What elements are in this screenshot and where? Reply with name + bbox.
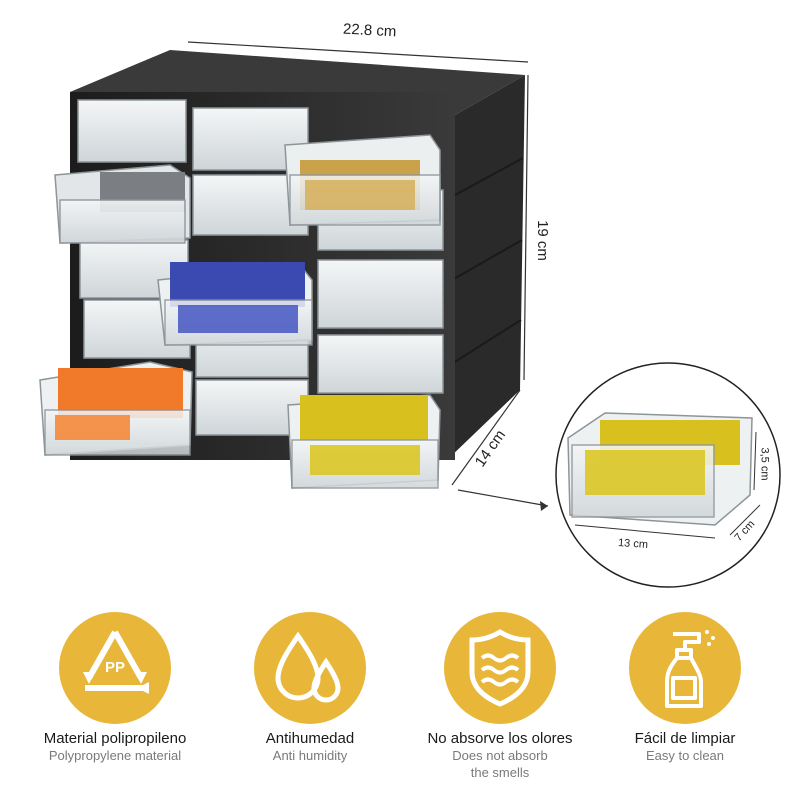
- feature-title: Material polipropileno: [43, 730, 187, 747]
- feature-odors: No absorve los olores Does not absorb th…: [405, 612, 595, 781]
- drawer-orange: [39, 361, 193, 456]
- feature-subtitle: Easy to clean: [645, 748, 725, 763]
- feature-title: Fácil de limpiar: [634, 730, 736, 747]
- feature-title: Antihumedad: [265, 730, 355, 747]
- feature-clean: Fácil de limpiar Easy to clean: [590, 612, 780, 764]
- feature-subtitle: Anti humidity: [272, 748, 348, 763]
- drawer-detail: [567, 412, 761, 539]
- feature-title: No absorve los olores: [427, 730, 573, 747]
- cabinet-side: [447, 75, 525, 460]
- feature-humidity: Antihumedad Anti humidity: [215, 612, 405, 764]
- recycle-pp-icon: PP: [59, 612, 171, 724]
- feature-subtitle-2: the smells: [470, 765, 530, 780]
- dimension-lines: [187, 41, 549, 507]
- height-label: 19 cm: [533, 220, 551, 261]
- width-label: 22.8 cm: [342, 20, 397, 41]
- water-drops-icon: [254, 612, 366, 724]
- drawer-blue: [157, 262, 313, 346]
- odor-shield-icon: [444, 612, 556, 724]
- drawer-yellow: [287, 394, 441, 489]
- feature-subtitle: Polypropylene material: [48, 748, 182, 763]
- drawer-width-label: 13 cm: [617, 536, 649, 552]
- product-illustration: [39, 41, 781, 588]
- drawer-height-label: 3,5 cm: [758, 447, 771, 481]
- feature-material: PP Material polipropileno Polypropylene …: [20, 612, 210, 764]
- pp-badge: PP: [105, 659, 125, 676]
- drawer-brass: [284, 134, 441, 226]
- spray-bottle-icon: [629, 612, 741, 724]
- drawer-screws: [54, 164, 191, 244]
- feature-subtitle: Does not absorb: [452, 748, 548, 763]
